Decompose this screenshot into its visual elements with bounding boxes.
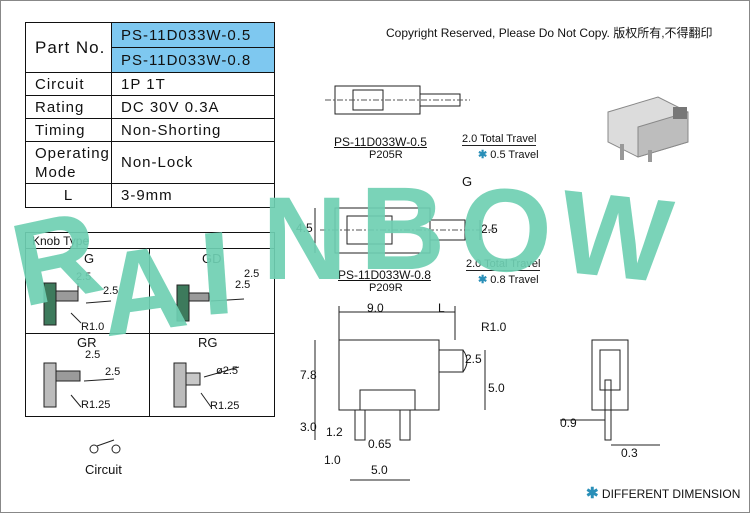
knob-type-gr: GR — [77, 335, 97, 350]
legend: ✱ DIFFERENT DIMENSION — [586, 485, 741, 502]
dim-r1-0: R1.0 — [481, 320, 507, 334]
dim-height-7-8: 7.8 — [300, 368, 317, 382]
dim-g-label: G — [462, 174, 473, 189]
knob-rg-drawing — [173, 362, 240, 408]
top-view-1-drawing — [325, 85, 470, 115]
knob-g-drawing — [43, 282, 112, 326]
dim-width-1-0: 1.0 — [324, 453, 341, 467]
spec-value-operating-mode: Non-Lock — [111, 141, 275, 184]
knob-title: Knob Type — [32, 234, 90, 248]
copyright-notice: Copyright Reserved, Please Do Not Copy. … — [386, 26, 713, 40]
top-view-2-star-travel: ✱ 0.8 Travel — [478, 274, 539, 286]
top-view-2-code: P209R — [369, 282, 403, 294]
knob-type-rg: RG — [198, 335, 218, 350]
star-icon: ✱ — [478, 274, 488, 286]
knob-type-gd: GD — [202, 251, 222, 266]
spec-label-timing: Timing — [25, 118, 112, 142]
watermark-letter-w: W — [553, 165, 678, 309]
knob-g-dim-2: 2.5 — [103, 285, 119, 297]
watermark-letter-o: O — [456, 162, 556, 300]
dim-height-1-2: 1.2 — [326, 425, 343, 439]
watermark-letter-n: N — [262, 173, 348, 305]
dim-width-5-0: 5.0 — [371, 463, 388, 477]
dim-width-0-65: 0.65 — [368, 437, 392, 451]
knob-g-dim-1: 2.5 — [76, 271, 92, 283]
dim-l: L — [438, 301, 445, 315]
star-icon: ✱ — [478, 149, 488, 161]
front-view-drawing — [314, 306, 486, 481]
knob-gr-drawing — [43, 362, 115, 408]
circuit-label: Circuit — [85, 462, 122, 477]
dim-side-0-3: 0.3 — [621, 446, 638, 460]
top-view-1-travel: 2.0 Total Travel — [462, 133, 537, 146]
spec-label-circuit: Circuit — [25, 72, 112, 96]
top-view-1-star-travel: ✱ 0.5 Travel — [478, 149, 539, 161]
knob-gr-dim-2: 2.5 — [105, 366, 121, 378]
knob-gd-drawing — [176, 284, 245, 322]
top-view-1-part: PS-11D033W-0.5 — [334, 135, 427, 149]
dim-knob-2-5b: 2.5 — [465, 352, 482, 366]
knob-type-panel: Knob Type G GD GR RG 2.5 2.5 R1.0 2.5 2.… — [25, 232, 275, 417]
watermark-letter-a: A — [91, 219, 194, 363]
top-view-2-travel: 2.0 Total Travel — [466, 258, 541, 271]
top-view-1-code: P205R — [369, 149, 403, 161]
dim-height-3-0: 3.0 — [300, 420, 317, 434]
side-view-drawing — [560, 339, 660, 446]
spec-table: Part No. PS-11D033W-0.5 PS-11D033W-0.8 C… — [25, 22, 275, 208]
knob-rg-dim-1: ø2.5 — [216, 365, 239, 377]
spec-label-operating-mode: Operating Mode — [25, 141, 112, 184]
spec-value-rating: DC 30V 0.3A — [111, 95, 275, 119]
part-number-1: PS-11D033W-0.5 — [111, 22, 275, 48]
spec-value-l: 3-9mm — [111, 183, 275, 208]
knob-gr-dim-3: R1.25 — [81, 399, 111, 411]
part-label: Part No. — [25, 22, 112, 73]
star-icon: ✱ — [586, 485, 599, 502]
product-photo-illustration — [607, 96, 689, 162]
part-number-2: PS-11D033W-0.8 — [111, 47, 275, 73]
top-view-2-part: PS-11D033W-0.8 — [338, 268, 431, 282]
knob-gd-dim-2: 2.5 — [235, 279, 251, 291]
circuit-symbol-icon — [89, 439, 121, 454]
dim-width-9-0: 9.0 — [367, 301, 384, 315]
knob-gd-dim-1: 2.5 — [244, 268, 260, 280]
top-view-2-drawing — [314, 207, 495, 254]
knob-rg-dim-2: R1.25 — [210, 400, 240, 412]
spec-label-l: L — [25, 183, 112, 208]
knob-type-g: G — [84, 251, 95, 266]
dim-knob-2-5: 2.5 — [481, 222, 498, 236]
knob-gr-dim-1: 2.5 — [85, 349, 101, 361]
spec-label-rating: Rating — [25, 95, 112, 119]
dim-height-5-0: 5.0 — [488, 381, 505, 395]
knob-g-dim-3: R1.0 — [81, 321, 105, 333]
dim-side-0-9: 0.9 — [560, 416, 577, 430]
spec-value-circuit: 1P 1T — [111, 72, 275, 96]
spec-value-timing: Non-Shorting — [111, 118, 275, 142]
dim-height-4-5: 4.5 — [296, 221, 313, 235]
watermark-letter-b: B — [360, 163, 446, 295]
